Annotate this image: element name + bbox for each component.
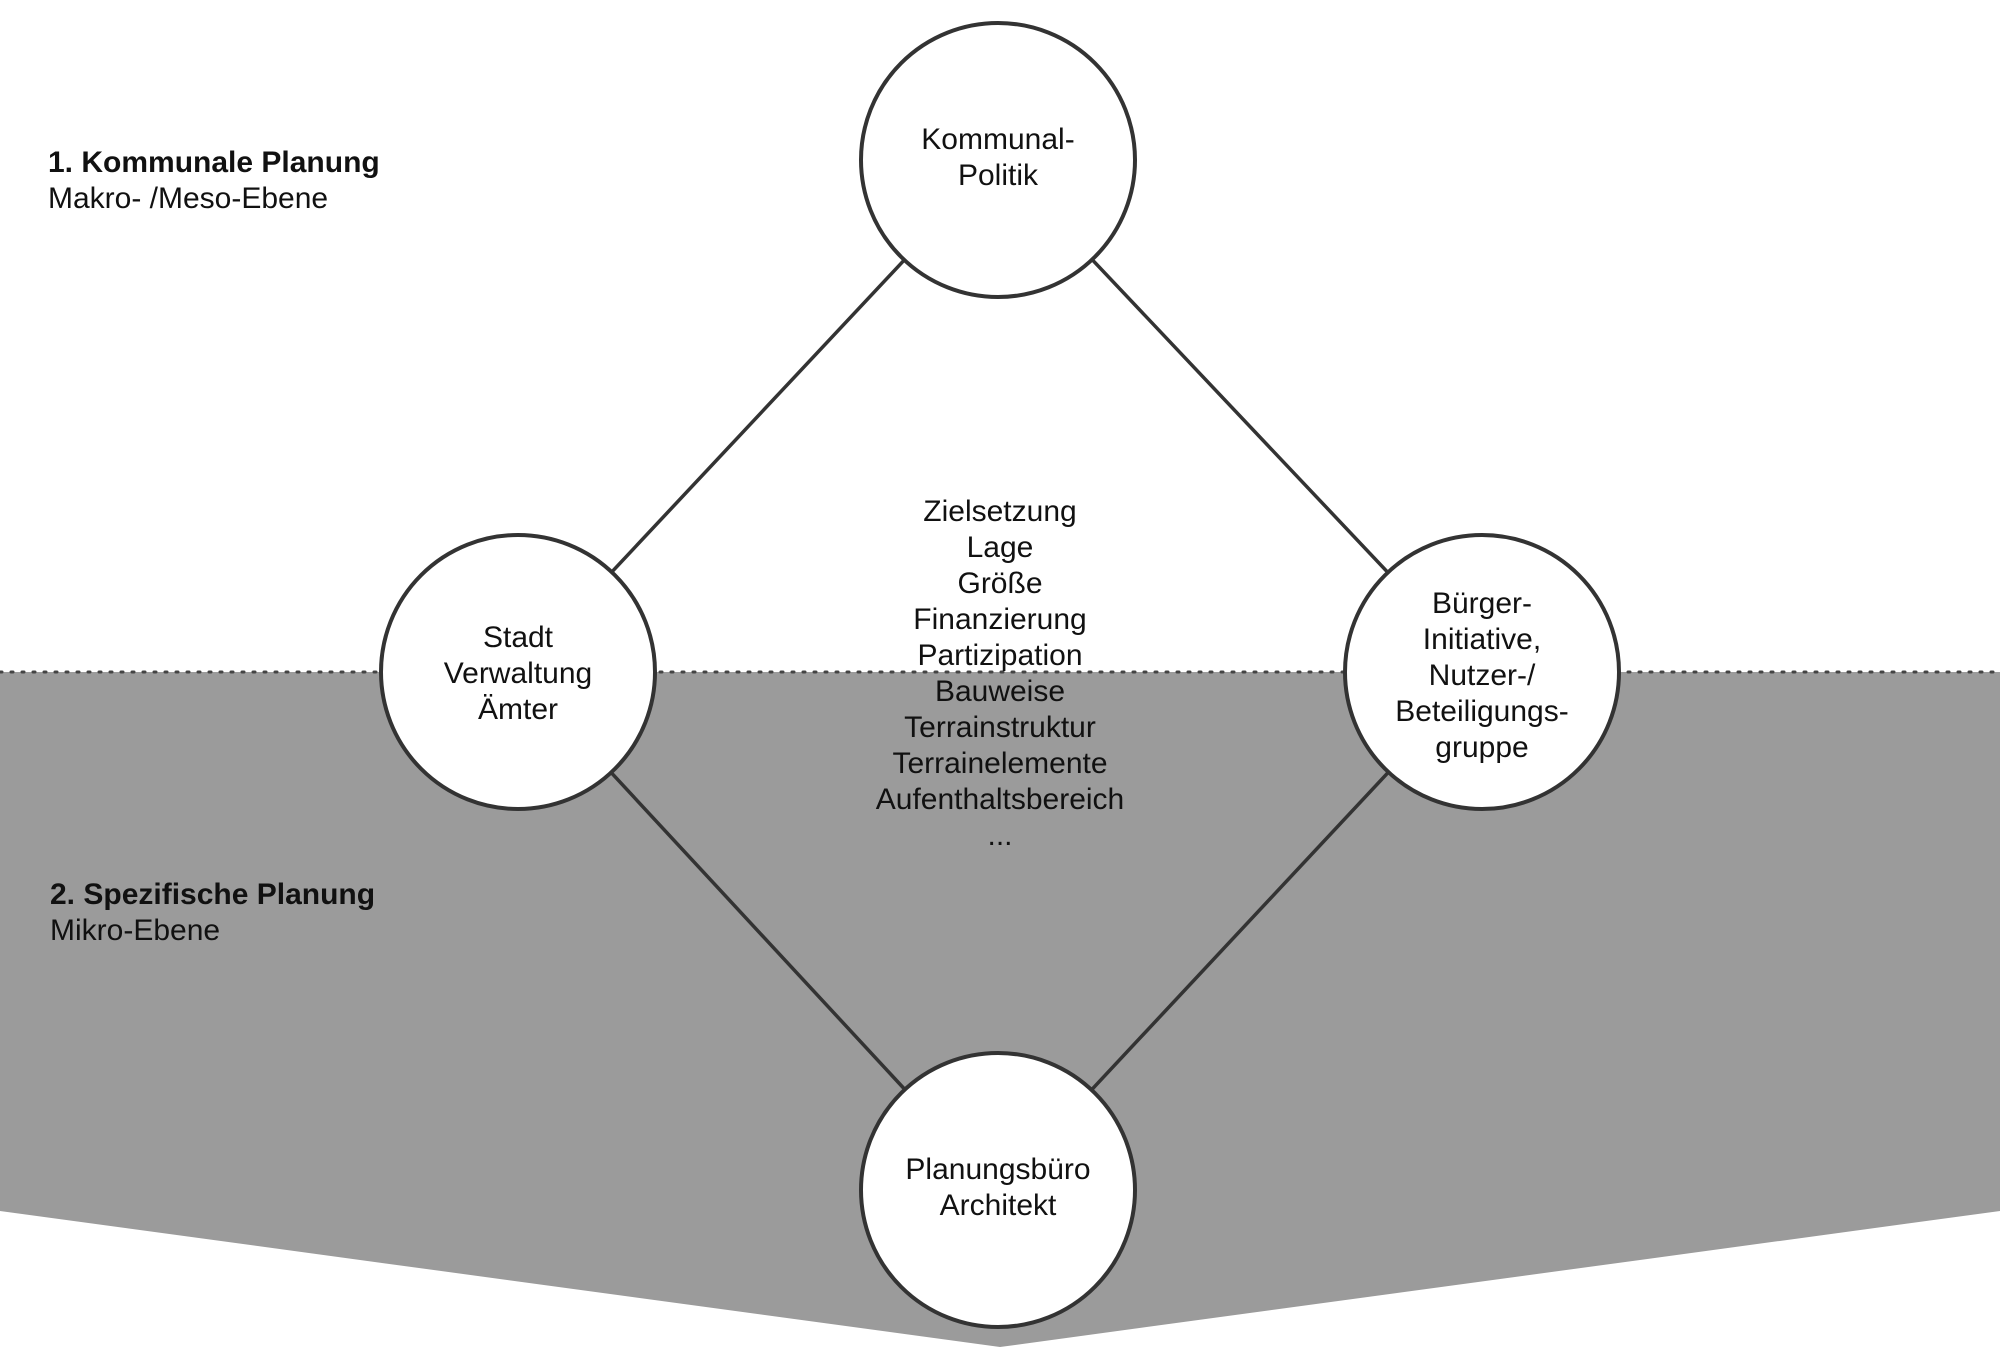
level-subtitle: Mikro-Ebene	[50, 914, 221, 947]
node-label-line: Beteiligungs-	[1395, 695, 1569, 728]
level-title: 2. Spezifische Planung	[50, 878, 376, 911]
node-label-line: gruppe	[1435, 731, 1529, 764]
node-label-line: Nutzer-/	[1428, 659, 1536, 692]
node-label-buergerinitiative: Bürger- Initiative, Nutzer-/ Beteiligung…	[1352, 586, 1612, 766]
topic-item: ...	[987, 819, 1013, 852]
node-stadtverwaltung	[379, 533, 657, 811]
topic-item: Partizipation	[917, 639, 1083, 672]
topic-item: Aufenthaltsbereich	[875, 783, 1125, 816]
level-label-kommunal: 1. Kommunale Planung Makro- /Meso-Ebene	[48, 145, 380, 217]
node-label-line: Planungsbüro	[905, 1153, 1091, 1186]
topic-item: Bauweise	[934, 675, 1066, 708]
planning-topics-list: Zielsetzung Lage Größe Finanzierung Part…	[800, 494, 1200, 854]
node-label-kommunalpolitik: Kommunal- Politik	[868, 122, 1128, 194]
node-label-line: Bürger-	[1431, 587, 1533, 620]
topic-item: Finanzierung	[913, 603, 1087, 636]
node-label-stadtverwaltung: Stadt Verwaltung Ämter	[388, 620, 648, 728]
node-label-line: Politik	[957, 159, 1039, 192]
node-label-line: Stadt	[482, 621, 554, 654]
node-label-planungsbuero: Planungsbüro Architekt	[868, 1152, 1128, 1224]
node-kommunalpolitik	[859, 21, 1137, 299]
level-title: 1. Kommunale Planung	[48, 146, 380, 179]
topic-item: Zielsetzung	[923, 495, 1077, 528]
topic-item: Terrainelemente	[892, 747, 1108, 780]
level-subtitle: Makro- /Meso-Ebene	[48, 182, 329, 215]
node-label-line: Ämter	[477, 693, 558, 726]
node-label-line: Verwaltung	[443, 657, 593, 690]
node-planungsbuero	[859, 1051, 1137, 1329]
node-label-line: Kommunal-	[921, 123, 1075, 156]
node-label-line: Initiative,	[1422, 623, 1542, 656]
topic-item: Lage	[966, 531, 1034, 564]
node-buergerinitiative	[1343, 533, 1621, 811]
topic-item: Größe	[957, 567, 1043, 600]
micro-level-band	[0, 672, 2000, 1347]
topic-item: Terrainstruktur	[904, 711, 1096, 744]
node-label-line: Architekt	[939, 1189, 1057, 1222]
level-label-spezifisch: 2. Spezifische Planung Mikro-Ebene	[50, 877, 375, 949]
